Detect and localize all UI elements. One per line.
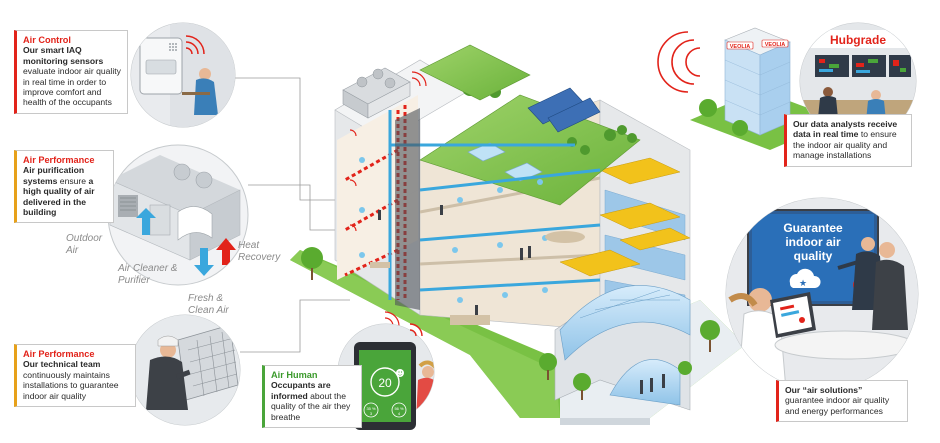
wifi-signal-icon: [185, 35, 205, 55]
wifi-signal-icon: [409, 323, 423, 337]
air-purification-callout: Air Performance Air purification systems…: [14, 150, 114, 224]
fresh-clean-air-label: Fresh & Clean Air: [188, 293, 229, 316]
data-analysts-callout: Our data analysts receive data in real t…: [784, 114, 912, 167]
air-control-callout: Air Control Our smart IAQ monitoring sen…: [14, 30, 128, 114]
air-human-callout: Air Human Occupants are informed about t…: [262, 365, 362, 429]
cloud-star-icon: ★: [789, 268, 821, 289]
phone-right-pct: 56 %: [394, 406, 404, 411]
air-purification-bold-2: a high quality of air delivered in the b…: [23, 175, 95, 218]
rooftop-hvac-unit: [342, 67, 411, 119]
tablet-icon: [770, 292, 816, 338]
data-analysts-body: to ensure the indoor air quality and man…: [793, 129, 897, 161]
air-human-bold: Occupants are informed: [271, 380, 331, 401]
air-purification-circle: [107, 144, 249, 286]
air-solutions-bold: Our “air solutions”: [785, 385, 863, 395]
air-cleaner-label: Air Cleaner & Purifier: [118, 263, 178, 286]
air-solutions-body: guarantee indoor air quality and energy …: [785, 395, 890, 416]
data-analysts-bold: Our data analysts receive data in real t…: [793, 119, 898, 140]
main-building: [334, 44, 691, 331]
phone-value: 20: [378, 376, 392, 390]
air-human-title: Air Human: [271, 370, 318, 380]
screen-line-2: indoor air: [785, 235, 841, 249]
hubgrade-label: Hubgrade: [830, 33, 886, 47]
technical-team-body: continuously maintains installations to …: [23, 369, 119, 401]
phone-device: 20 35 % 3 56 % 4: [354, 342, 416, 430]
air-control-body: evaluate indoor air quality in real time…: [23, 66, 121, 108]
air-control-circle: [130, 22, 236, 128]
air-control-title: Air Control: [23, 35, 71, 45]
veolia-logo-right: VEOLIA: [765, 42, 786, 48]
air-human-body: about the quality of the air they breath…: [271, 390, 351, 422]
svg-text:★: ★: [799, 279, 807, 289]
veolia-logo-left: VEOLIA: [730, 44, 751, 50]
phone-left-pct: 35 %: [366, 406, 376, 411]
air-purification-body: ensure: [59, 175, 87, 186]
trees: [301, 247, 720, 400]
air-control-bold: Our smart IAQ monitoring sensors: [23, 45, 104, 66]
phone-left-num: 3: [370, 411, 373, 416]
wifi-signal-icon: [657, 31, 701, 93]
technical-team-circle: [129, 314, 241, 426]
screen-line-1: Guarantee: [783, 221, 843, 235]
air-purification-title: Air Performance: [23, 155, 95, 165]
outdoor-air-label: Outdoor Air: [66, 233, 103, 256]
smiley-icon: [396, 369, 404, 377]
presentation-circle: Guarantee indoor air quality ★: [725, 197, 919, 391]
screen-line-3: quality: [794, 249, 833, 263]
heat-recovery-label: Heat Recovery: [238, 240, 281, 263]
technical-team-title: Air Performance: [23, 349, 95, 359]
air-purification-bold: Air purification systems: [23, 165, 85, 186]
air-sensor-icon: [139, 37, 183, 95]
phone-right-num: 4: [398, 411, 401, 416]
air-solutions-callout: Our “air solutions” guarantee indoor air…: [776, 380, 908, 423]
technical-team-callout: Air Performance Our technical team conti…: [14, 344, 136, 408]
technical-team-bold: Our technical team: [23, 359, 101, 370]
